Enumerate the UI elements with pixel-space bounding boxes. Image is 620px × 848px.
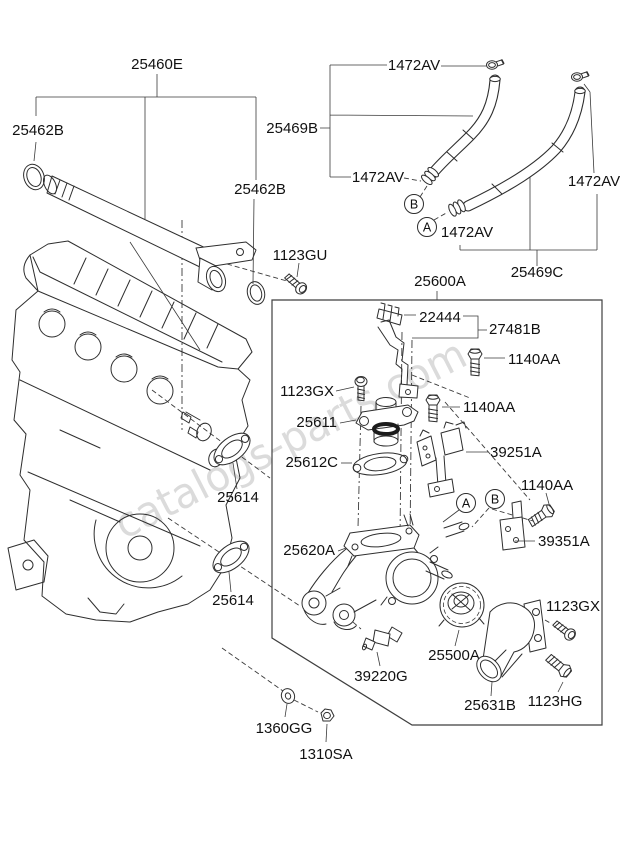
pipe-labels: 25460E 25462B 25462B 1123GU xyxy=(12,56,328,285)
wire-bracket-27481b xyxy=(377,319,419,399)
watermark-text: catalogs-parts.com xyxy=(106,329,474,549)
wire-clip-22444 xyxy=(376,302,403,326)
label-clamp-3: 1472AV xyxy=(441,224,493,241)
label-pipe-oring-left: 25462B xyxy=(12,122,64,139)
callout-circle-a-hose xyxy=(417,217,437,237)
bolt-1123gu xyxy=(282,270,310,297)
thermostat-25500a xyxy=(438,582,485,628)
label-pipe-bolt: 1123GU xyxy=(273,247,328,264)
label-pipe-oring-right: 25462B xyxy=(234,181,286,198)
label-clamp-1: 1472AV xyxy=(388,57,440,74)
label-wire-clip: 22444 xyxy=(419,309,461,326)
engine-block-drawing xyxy=(7,240,253,623)
support-bracket-39251a xyxy=(416,421,467,498)
clamp-top-upper-hose xyxy=(486,59,505,70)
label-washer: 1360GG xyxy=(256,720,313,737)
callout-circle-a-box xyxy=(456,493,476,513)
oring-left xyxy=(23,163,45,191)
heater-hoses: B A 25469B 1472AV 1472AV 1472AV 1472AV 2… xyxy=(266,57,620,300)
label-temp-sensor: 39220G xyxy=(354,668,407,685)
callout-a-hose: A xyxy=(423,221,432,235)
label-bracket-bolt-3: 1140AA xyxy=(521,477,573,494)
callout-b-box: B xyxy=(491,493,499,507)
label-sensor-bracket: 39351A xyxy=(538,533,590,550)
outlet-gasket-25612c xyxy=(352,452,409,476)
label-wire-bracket: 27481B xyxy=(489,321,541,338)
label-pipe-assembly: 25460E xyxy=(131,56,183,73)
oring-right xyxy=(246,281,266,305)
temp-sensor-39220g xyxy=(361,626,403,651)
label-clamp-4: 1472AV xyxy=(568,173,620,190)
callout-a-box: A xyxy=(462,497,471,511)
label-nut: 1310SA xyxy=(299,746,352,763)
label-outlet-bolt-1: 1123GX xyxy=(280,383,334,400)
bolt-1140aa-2 xyxy=(425,394,441,423)
label-hose-lower: 25469C xyxy=(511,264,564,281)
label-coolant-inlet: 25620A xyxy=(283,542,335,559)
nut-1310sa xyxy=(320,708,335,722)
label-hose-upper: 25469B xyxy=(266,120,318,137)
callout-circle-b-hose xyxy=(404,194,424,214)
label-outlet-gasket: 25612C xyxy=(285,454,338,471)
label-fitting-assembly: 25600A xyxy=(414,273,466,290)
label-fitting-bolt: 1123HG xyxy=(528,693,583,710)
coolant-pipe-assembly xyxy=(23,163,310,305)
inlet-fitting-25631b xyxy=(476,599,547,683)
sensor-bracket-39351a xyxy=(499,500,526,551)
detail-box-border xyxy=(271,299,603,726)
clamp-end-lower-hose xyxy=(446,198,468,218)
label-bracket-bolt-2: 1140AA xyxy=(463,399,515,416)
label-engine-gasket-1: 25614 xyxy=(217,489,259,506)
fasteners-bottom: 1360GG 1310SA xyxy=(256,688,353,763)
engine-gaskets: 25614 25614 xyxy=(206,426,259,609)
washer-1360gg xyxy=(280,688,296,704)
callout-circle-b-box xyxy=(485,489,505,509)
label-water-outlet: 25611 xyxy=(296,414,337,431)
callout-b-hose: B xyxy=(410,198,418,212)
label-outlet-bolt-2: 1123GX xyxy=(546,598,600,615)
bolt-1140aa-3 xyxy=(525,501,557,530)
label-clamp-2: 1472AV xyxy=(352,169,404,186)
bolt-1123hg xyxy=(543,651,574,680)
label-support-bracket: 39251A xyxy=(490,444,542,461)
clamp-top-lower-hose xyxy=(571,71,590,82)
thermostat-detail-group: 22444 27481B 1140AA 1140AA 1140AA 1123GX… xyxy=(280,302,600,714)
coolant-inlet-25620a xyxy=(301,513,470,630)
label-thermostat: 25500A xyxy=(428,647,480,664)
label-bracket-bolt-1: 1140AA xyxy=(508,351,560,368)
bolt-1123gx-2 xyxy=(550,617,579,643)
water-outlet-25611 xyxy=(355,397,419,447)
label-inlet-fitting: 25631B xyxy=(464,697,516,714)
label-engine-gasket-2: 25614 xyxy=(212,592,254,609)
